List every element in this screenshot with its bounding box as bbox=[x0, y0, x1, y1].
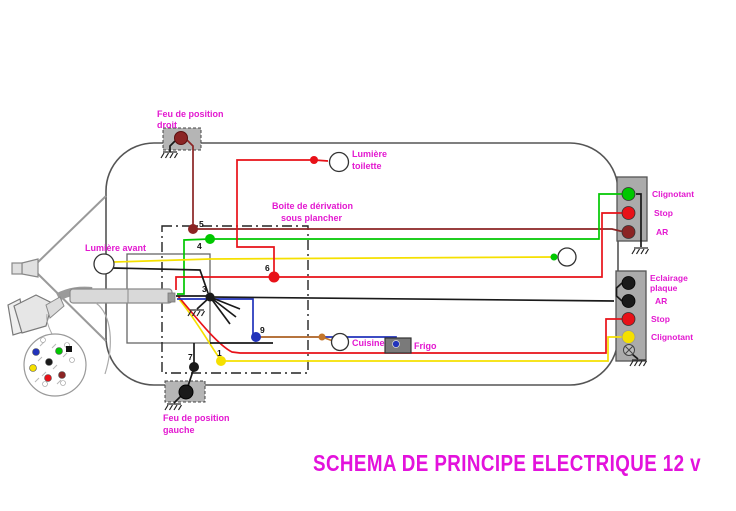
plug-pinout bbox=[23, 313, 87, 397]
hitch bbox=[11, 195, 107, 342]
junction-dot-6 bbox=[268, 271, 280, 283]
pin-stop-top bbox=[621, 206, 636, 220]
junction-dot-9 bbox=[251, 332, 261, 342]
pin-spare bbox=[40, 337, 46, 343]
pin-clignotant-top bbox=[621, 187, 636, 201]
toilette-feed-dot bbox=[310, 156, 318, 164]
cuisine-feed-dot bbox=[318, 333, 326, 341]
label-toilette-line1: Lumière bbox=[352, 149, 387, 159]
pin-red bbox=[44, 374, 52, 382]
junction-box-outline bbox=[161, 225, 309, 374]
toilette-lamp bbox=[328, 151, 350, 173]
pin-spare bbox=[69, 357, 75, 363]
ground-symbol bbox=[164, 403, 183, 411]
pin-green bbox=[55, 347, 63, 355]
pin-eclairage-plaque bbox=[621, 276, 636, 290]
feu-droit-lamp bbox=[174, 131, 188, 145]
hitch-coupler bbox=[21, 258, 39, 278]
crossed-circle-icon bbox=[623, 344, 635, 356]
caravan-outline bbox=[105, 142, 619, 386]
yellow-wires bbox=[113, 256, 626, 362]
junction-number-9: 9 bbox=[260, 325, 265, 335]
rear-lamp bbox=[557, 247, 577, 267]
cable-tip bbox=[167, 292, 176, 303]
pin-clignotant-bottom bbox=[621, 330, 636, 344]
junction-dot-3 bbox=[205, 292, 215, 302]
pin-ar-bottom bbox=[621, 294, 636, 308]
label-feu-droit-line2: droit bbox=[157, 120, 177, 130]
rear-feed-dot bbox=[550, 253, 558, 261]
junction-number-3: 3 bbox=[202, 284, 207, 294]
junction-dot-5 bbox=[188, 224, 198, 234]
frigo-feed-dot bbox=[392, 340, 400, 348]
junction-dot-1 bbox=[216, 356, 226, 366]
label-feu-gauche-line2: gauche bbox=[163, 425, 195, 435]
label-frigo: Frigo bbox=[414, 341, 437, 351]
plug-connector bbox=[7, 294, 65, 336]
junction-dot-7 bbox=[189, 362, 199, 372]
hitch-knob bbox=[11, 262, 23, 275]
label-ar-top: AR bbox=[656, 227, 668, 237]
cable-harness bbox=[56, 286, 176, 375]
ground-symbol bbox=[631, 247, 650, 255]
junction-number-5: 5 bbox=[199, 219, 204, 229]
plug-pins bbox=[29, 337, 75, 387]
pin-yellow bbox=[29, 364, 37, 372]
label-feu-gauche-line1: Feu de position bbox=[163, 413, 230, 423]
label-boite-line1: Boite de dérivation bbox=[272, 201, 353, 211]
diagram-title: SCHEMA DE PRINCIPE ELECTRIQUE 12 v bbox=[313, 450, 701, 476]
junction-number-6: 6 bbox=[265, 263, 270, 273]
label-eclairage: Eclairage bbox=[650, 273, 688, 283]
label-clignotant-bottom: Clignotant bbox=[651, 332, 693, 342]
label-stop-bottom: Stop bbox=[651, 314, 670, 324]
cuisine-lamp bbox=[330, 332, 350, 352]
pin-spare bbox=[42, 381, 48, 387]
label-plaque: plaque bbox=[650, 283, 678, 293]
junction-number-1: 1 bbox=[217, 348, 222, 358]
pin-maroon bbox=[58, 371, 66, 379]
pin-ar-top bbox=[621, 225, 636, 239]
junction-dot-4 bbox=[205, 234, 215, 244]
pin-stop-bottom bbox=[621, 312, 636, 326]
pin-blue bbox=[32, 348, 40, 356]
junction-number-4: 4 bbox=[197, 241, 202, 251]
feu-gauche-lamp bbox=[178, 384, 194, 400]
label-lumiere-avant: Lumière avant bbox=[85, 243, 146, 253]
label-boite-line2: sous plancher bbox=[281, 213, 343, 223]
label-toilette-line2: toilette bbox=[352, 161, 382, 171]
pin-spare bbox=[60, 380, 66, 386]
pin-black bbox=[45, 358, 53, 366]
pin-mark-square bbox=[66, 346, 72, 352]
label-clignotant-top: Clignotant bbox=[652, 189, 694, 199]
label-feu-droit-line1: Feu de position bbox=[157, 109, 224, 119]
junction-number-7: 7 bbox=[188, 352, 193, 362]
avant-lamp bbox=[93, 253, 115, 275]
label-cuisine: Cuisine bbox=[352, 338, 385, 348]
pin-label-marks bbox=[34, 341, 68, 385]
label-ar-bottom: AR bbox=[655, 296, 667, 306]
label-stop-top: Stop bbox=[654, 208, 673, 218]
